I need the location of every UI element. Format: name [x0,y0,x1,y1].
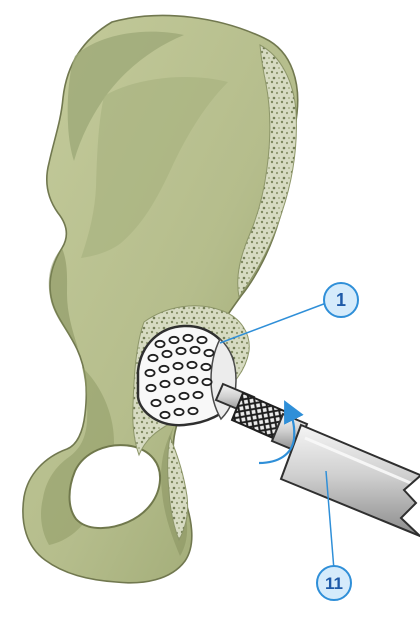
cup-hole [179,393,188,399]
cup-hole [190,347,199,353]
cup-hole [188,377,197,383]
cup-hole [162,351,171,357]
callout-label-1: 1 [336,290,346,310]
cup-hole [197,337,206,343]
callout-badge-1: 1 [324,283,358,317]
impactor-shaft [281,425,420,536]
acetabular-cup [138,326,236,425]
cup-hole [160,381,169,387]
cup-hole [183,335,192,341]
cup-hole [174,378,183,384]
cup-hole [146,385,155,391]
cup-hole [160,412,169,418]
cup-hole [202,379,211,385]
cup-hole [159,366,168,372]
cup-hole [169,337,178,343]
cup-hole [173,363,182,369]
cup-hole [155,341,164,347]
cup-hole [148,355,157,361]
cup-hole [188,408,197,414]
cup-hole [174,409,183,415]
callout-label-11: 11 [325,574,343,593]
cup-hole [193,392,202,398]
cup-hole [201,364,210,370]
cup-hole [145,370,154,376]
pelvis-bone [23,15,298,582]
cup-hole [176,348,185,354]
cup-hole [165,396,174,402]
callout-badge-11: 11 [317,566,351,600]
cup-hole [187,362,196,368]
cup-hole [151,400,160,406]
cup-impactor [216,384,420,536]
cup-hole [204,350,213,356]
